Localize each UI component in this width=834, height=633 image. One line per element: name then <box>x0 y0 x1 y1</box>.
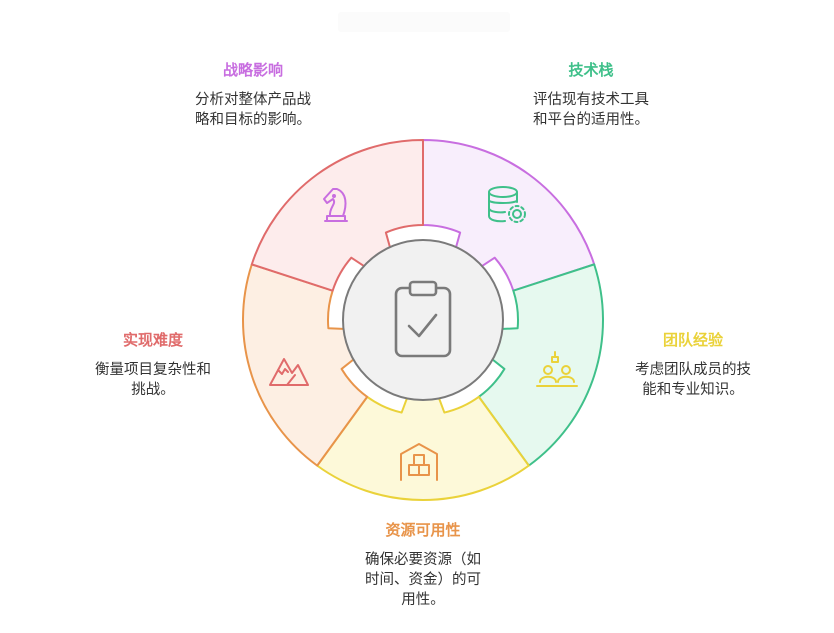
label-team: 团队经验 考虑团队成员的技 能和专业知识。 <box>600 330 786 400</box>
label-resources: 资源可用性 确保必要资源（如 时间、资金）的可 用性。 <box>330 520 516 610</box>
warehouse-boxes-icon <box>400 443 438 481</box>
difficulty-title: 实现难度 <box>122 331 183 349</box>
resources-title: 资源可用性 <box>385 521 461 539</box>
faded-header <box>338 12 510 32</box>
team-title: 团队经验 <box>662 331 723 349</box>
chess-knight-icon <box>323 188 348 222</box>
center-circle <box>342 239 504 401</box>
strategy-desc: 分析对整体产品战 略和目标的影响。 <box>195 92 311 128</box>
resources-desc: 确保必要资源（如 时间、资金）的可 用性。 <box>365 552 481 608</box>
clipboard-check-icon <box>394 280 452 358</box>
mountain-icon <box>269 358 309 386</box>
tech-desc: 评估现有技术工具 和平台的适用性。 <box>533 92 649 128</box>
label-difficulty: 实现难度 衡量项目复杂性和 挑战。 <box>60 330 246 400</box>
label-tech: 技术栈 评估现有技术工具 和平台的适用性。 <box>498 60 684 130</box>
database-gear-icon <box>488 186 526 223</box>
center-hub <box>342 239 504 401</box>
strategy-title: 战略影响 <box>222 61 283 79</box>
difficulty-desc: 衡量项目复杂性和 挑战。 <box>95 362 211 398</box>
tech-title: 技术栈 <box>568 61 614 79</box>
team-presentation-icon <box>536 351 578 387</box>
label-strategy: 战略影响 分析对整体产品战 略和目标的影响。 <box>160 60 346 130</box>
team-desc: 考虑团队成员的技 能和专业知识。 <box>635 362 751 398</box>
